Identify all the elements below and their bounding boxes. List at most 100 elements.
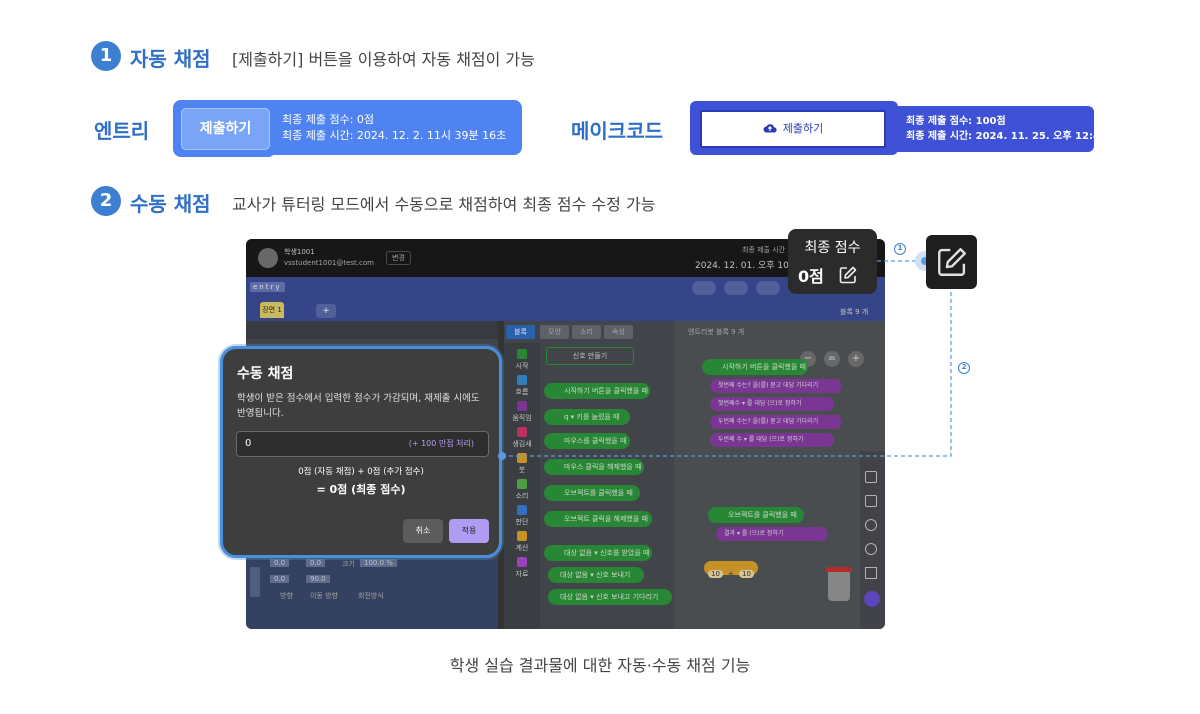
label-rotation: 회전방식 <box>358 592 384 600</box>
calc-block[interactable]: 10 + 10 <box>704 561 758 578</box>
section-desc-auto: [제출하기] 버튼을 이용하여 자동 채점이 가능 <box>232 50 535 69</box>
field-move-direction[interactable]: 90.0 <box>306 575 330 583</box>
final-score-label: 최종 점수 <box>804 240 861 256</box>
user-name: 학생1001 <box>284 248 315 256</box>
max-score-hint[interactable]: (+ 100 만점 처리) <box>408 439 474 448</box>
toolbar-button-3[interactable] <box>756 281 780 295</box>
people-icon[interactable] <box>865 543 877 555</box>
palette-block-4[interactable]: 마우스 클릭을 해제했을 때 <box>544 459 644 475</box>
workspace-header: 엔트리봇 블록 9 개 <box>688 328 745 336</box>
figure-caption: 학생 실습 결과물에 대한 자동·수동 채점 기능 <box>449 656 751 675</box>
final-score-badge: 최종 점수 0점 <box>788 229 877 294</box>
dialog-title: 수동 채점 <box>237 366 294 382</box>
category-flow[interactable]: 흐름 <box>515 388 529 396</box>
stage-toolbar <box>246 321 498 339</box>
manual-scoring-dialog: 수동 채점 학생이 받은 점수에서 입력한 점수가 가감되며, 재제출 시에도 … <box>220 346 502 558</box>
work-block-6[interactable]: 오브젝트를 클릭했을 때 <box>708 507 804 523</box>
work-block-7[interactable]: 결과 ▾ 를 (으)로 정하기 <box>716 527 828 541</box>
category-judge[interactable]: 판단 <box>515 518 529 526</box>
change-button[interactable]: 변경 <box>386 251 411 265</box>
category-brush[interactable]: 붓 <box>518 466 526 474</box>
category-looks[interactable]: 생김새 <box>512 440 532 448</box>
step-number-2: 2 <box>91 186 121 216</box>
palette-tab-sound[interactable]: 소리 <box>572 325 601 339</box>
edit-icon[interactable] <box>838 265 858 285</box>
final-score-value: 0점 <box>798 267 824 286</box>
makecode-final-time: 최종 제출 시간: 2024. 11. 25. 오후 12:47 <box>906 131 1107 142</box>
apply-button[interactable]: 적용 <box>449 519 489 543</box>
palette-block-2[interactable]: q ▾ 키를 눌렀을 때 <box>544 409 630 425</box>
palette-block-6[interactable]: 오브젝트 클릭을 해제했을 때 <box>544 511 652 527</box>
tab-scene[interactable]: 장면 1 <box>260 302 284 318</box>
trash-icon[interactable] <box>826 567 852 601</box>
object-count: 블록 9 개 <box>840 308 869 316</box>
toolbar-button-1[interactable] <box>692 281 716 295</box>
palette-block-1[interactable]: 시작하기 버튼을 클릭했을 때 <box>544 383 650 399</box>
category-move[interactable]: 움직임 <box>512 414 532 422</box>
field-y[interactable]: 0.0 <box>306 559 326 567</box>
entry-final-time: 최종 제출 시간: 2024. 12. 2. 11시 39분 16초 <box>282 129 507 142</box>
category-flow-icon <box>517 375 527 385</box>
palette-block-5[interactable]: 오브젝트를 클릭했을 때 <box>544 485 640 501</box>
palette-block-7[interactable]: 대상 없음 ▾ 신호를 받았을 때 <box>544 545 652 561</box>
category-judge-icon <box>517 505 527 515</box>
tab-add[interactable]: + <box>316 304 336 318</box>
calc-right: 10 <box>738 570 754 578</box>
work-block-1[interactable]: 시작하기 버튼을 클릭했을 때 <box>702 359 808 375</box>
palette-tab-shape[interactable]: 모양 <box>540 325 569 339</box>
toolbar-button-2[interactable] <box>724 281 748 295</box>
entry-logo: entry <box>250 282 285 292</box>
section-desc-manual: 교사가 튜터링 모드에서 수동으로 채점하여 최종 점수 수정 가능 <box>232 195 656 214</box>
history-icon[interactable] <box>865 519 877 531</box>
palette-block-8[interactable]: 대상 없음 ▾ 신호 보내기 <box>548 567 644 583</box>
makecode-submit-info: 최종 제출 점수: 100점 최종 제출 시간: 2024. 11. 25. 오… <box>906 114 1107 144</box>
work-block-4[interactable]: 두번째 수는? 을(를) 묻고 대답 기다리기 <box>710 415 842 429</box>
section-title-auto: 자동 채점 <box>130 47 211 71</box>
field-direction[interactable]: 0.0 <box>270 575 290 583</box>
category-calc-icon <box>517 531 527 541</box>
zoom-reset-icon[interactable]: = <box>824 351 840 367</box>
work-block-2[interactable]: 첫번째 수는? 을(를) 묻고 대답 기다리기 <box>710 379 842 393</box>
category-start[interactable]: 시작 <box>515 362 529 370</box>
section-title-manual: 수동 채점 <box>130 192 211 216</box>
work-block-3[interactable]: 첫번째수 ▾ 를 대답 (으)로 정하기 <box>710 397 834 411</box>
dialog-description: 학생이 받은 점수에서 입력한 점수가 가감되며, 재제출 시에도 반영됩니다. <box>237 393 480 419</box>
editor-header: entry 장면 1 + 블록 9 개 <box>246 277 885 321</box>
user-email: vsstudent1001@test.com <box>284 259 374 267</box>
pencil-icon[interactable] <box>865 495 877 507</box>
category-calc[interactable]: 계산 <box>515 544 529 552</box>
copy-icon[interactable] <box>865 567 877 579</box>
category-sound[interactable]: 소리 <box>515 492 529 500</box>
palette-block-3[interactable]: 마우스를 클릭했을 때 <box>544 433 630 449</box>
properties-handle <box>250 567 260 597</box>
field-size[interactable]: 100.0 % <box>360 559 397 567</box>
palette-block-9[interactable]: 대상 없음 ▾ 신호 보내고 기다리기 <box>548 589 672 605</box>
cloud-upload-icon <box>763 124 777 133</box>
chat-icon[interactable] <box>864 591 880 607</box>
category-move-icon <box>517 401 527 411</box>
score-input-value: 0 <box>245 438 252 449</box>
edit-icon-large[interactable] <box>935 245 969 279</box>
screenshot-topbar: 학생1001 vsstudent1001@test.com 변경 최종 제출 시… <box>246 239 885 277</box>
category-data-icon <box>517 557 527 567</box>
object-properties: 0.0 0.0 크기 100.0 % 0.0 90.0 방향 이동 방향 회전방… <box>246 559 498 629</box>
field-x[interactable]: 0.0 <box>270 559 290 567</box>
zoom-in-icon[interactable]: + <box>848 351 864 367</box>
hand-icon[interactable] <box>865 471 877 483</box>
signal-button[interactable]: 신호 만들기 <box>546 347 634 365</box>
score-input[interactable]: 0 (+ 100 만점 처리) <box>236 431 489 457</box>
block-palette: 블록 모양 소리 속성 시작 흐름 움직임 생김새 붓 소리 판단 계산 자료 … <box>504 321 674 629</box>
category-looks-icon <box>517 427 527 437</box>
zoom-controls: − = + <box>800 351 866 367</box>
palette-tab-property[interactable]: 속성 <box>604 325 633 339</box>
work-block-5[interactable]: 두번째 수 ▾ 를 대답 (으)로 정하기 <box>710 433 834 447</box>
label-move-direction: 이동 방향 <box>310 592 338 600</box>
category-data[interactable]: 자료 <box>515 570 529 578</box>
makecode-submit-button[interactable]: 제출하기 <box>700 110 886 148</box>
entry-submit-button[interactable]: 제출하기 <box>181 108 270 150</box>
palette-tab-blocks[interactable]: 블록 <box>506 325 535 339</box>
cancel-button[interactable]: 취소 <box>403 519 443 543</box>
brand-entry: 엔트리 <box>94 119 150 143</box>
submit-time-value: 2024. 12. 01. 오후 10:34 <box>695 261 804 271</box>
